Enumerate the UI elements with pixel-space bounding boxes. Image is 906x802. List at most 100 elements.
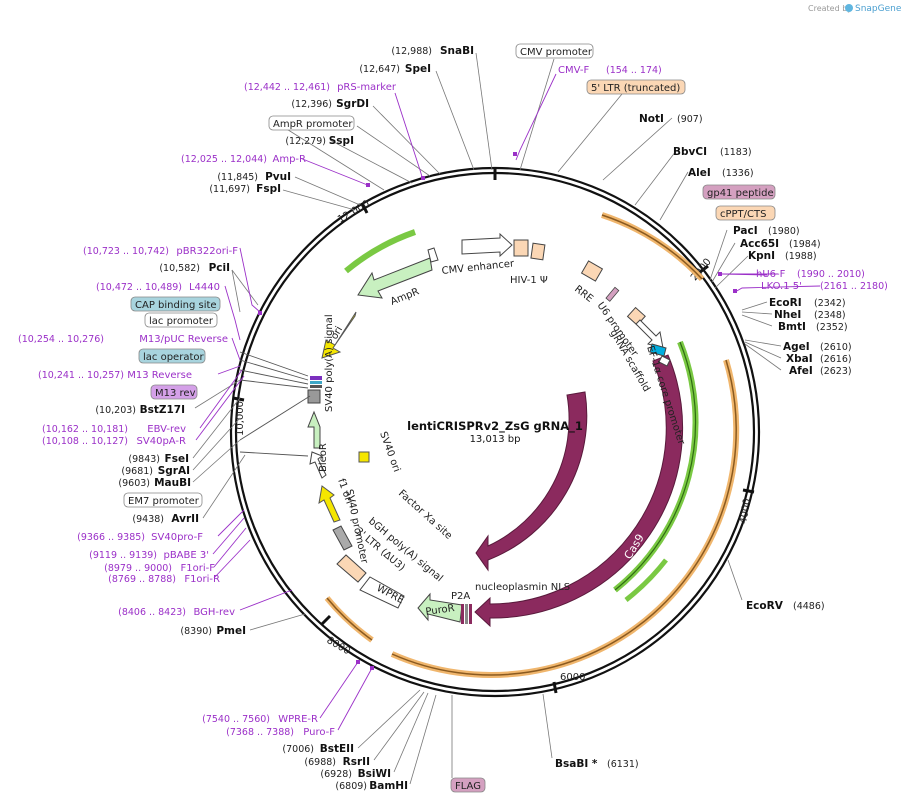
ltr-outer-arc-arrow [601, 214, 703, 280]
primer-sv40pro-f-pos: (9366 .. 9385) [77, 532, 145, 543]
site-pmei-name: PmeI [216, 625, 246, 637]
primer-lko-name: LKO.1 5' [761, 281, 802, 292]
primer-mark-hu6 [718, 272, 722, 276]
site-nhei-name: NheI [774, 309, 801, 321]
primer-l4440-name: L4440 [189, 282, 220, 293]
puror-label: PuroR [425, 603, 455, 618]
primer-wpre-r-pos: (7540 .. 7560) [202, 714, 270, 725]
site-paci-name: PacI [733, 225, 758, 237]
ltr-outer-arc [601, 212, 705, 282]
tick-label-10000: 10,000 [235, 401, 246, 436]
tick-2000 [699, 264, 709, 274]
site-snabi-pos: (12,988) [391, 46, 432, 57]
primer-mark-prs [421, 176, 425, 180]
primer-prs-marker-pos: (12,442 .. 12,461) [244, 82, 330, 93]
primer-bgh-rev-name: BGH-rev [193, 607, 235, 618]
primer-m13puc-pos: (10,254 .. 10,276) [18, 334, 104, 345]
u6-promoter-arrow [635, 319, 664, 349]
cppt-box [715, 205, 776, 221]
em7-label: EM7 promoter [128, 496, 200, 507]
primer-m13rev-name: M13 Reverse [127, 370, 192, 381]
puror-arrow [417, 592, 463, 623]
ltr-trunc-label: 5' LTR (truncated) [591, 83, 680, 94]
tick-8000 [320, 614, 332, 626]
site-noti-name: NotI [639, 113, 664, 125]
site-sgrai-pos: (9681) [121, 466, 153, 477]
site-fsei-name: FseI [165, 453, 189, 465]
wpre-outer-arc-line [326, 597, 373, 641]
brand-label: SnapGene [855, 4, 902, 14]
site-pvui-pos: (11,845) [217, 172, 258, 183]
primer-m13puc-name: M13/pUC Reverse [139, 334, 228, 345]
ltr-trunc-box [586, 79, 686, 95]
site-agei-pos: (2610) [820, 342, 852, 353]
gp41-block [605, 286, 620, 302]
primer-puro-f-name: Puro-F [303, 727, 335, 738]
p2a-label: P2A [451, 591, 470, 602]
lac-mark-3 [310, 385, 322, 388]
primer-lko-pos: (2161 .. 2180) [820, 281, 888, 292]
primer-f1ori-f-pos: (8979 .. 9000) [104, 563, 172, 574]
primer-amp-r-name: Amp-R [273, 154, 307, 165]
gp41-label: gp41 peptide [707, 188, 774, 199]
cas9-outer-arrow [474, 354, 684, 628]
tick-4000 [742, 488, 755, 494]
primer-prs-marker-name: pRS-marker [337, 82, 397, 93]
cas9-green-arc-small [624, 558, 668, 602]
primer-pbabe-name: pBABE 3' [163, 550, 209, 561]
cppt-label: cPPT/CTS [720, 209, 766, 220]
tick-label-4000: 4000 [738, 498, 753, 525]
site-xbai-pos: (2616) [820, 354, 852, 365]
ef1a-block [658, 355, 671, 367]
tick-label-6000: 6000 [560, 672, 585, 683]
hiv-psi-block [530, 242, 546, 261]
site-sgrdi-name: SgrDI [336, 98, 369, 110]
cas9-puro-outer-arc-line [391, 359, 737, 676]
site-ecorv-name: EcoRV [746, 600, 784, 612]
site-rsrii-pos: (6988) [304, 757, 336, 768]
lac-promoter-box [144, 312, 218, 328]
cas9-puro-outer-arc [390, 359, 740, 678]
primer-sv40pro-f-name: SV40pro-F [151, 532, 203, 543]
m13-rev-box [150, 384, 198, 400]
flag-label: FLAG [455, 781, 481, 792]
site-rsrii-name: RsrII [343, 756, 370, 768]
wpre-block [359, 576, 405, 609]
site-spei-name: SpeI [405, 63, 431, 75]
site-ecorv-pos: (4486) [793, 601, 825, 612]
primer-f1ori-f-name: F1ori-F [181, 563, 216, 574]
site-sspi-pos: (12,279) [285, 136, 326, 147]
cmv-enhancer-label: CMV enhancer [441, 258, 515, 277]
primer-amp-r-pos: (12,025 .. 12,044) [181, 154, 267, 165]
primer-pbr322ori-name: pBR322ori-F [176, 246, 238, 257]
site-fsei-pos: (9843) [128, 454, 160, 465]
ampr-promoter-box [268, 115, 355, 131]
lac-operator-box [138, 348, 206, 364]
site-pmei-pos: (8390) [180, 626, 212, 637]
bgh-block [332, 525, 353, 551]
p2a-bar [461, 604, 464, 624]
site-bsabi-pos: (6131) [607, 759, 639, 770]
f1ori-arrow [318, 485, 341, 523]
site-acc65i-name: Acc65I [740, 238, 779, 250]
cas9-inner-label: Cas9 [587, 491, 611, 521]
site-kpni-name: KpnI [748, 250, 775, 262]
site-bmti-pos: (2352) [816, 322, 848, 333]
primer-puro-f-pos: (7368 .. 7388) [226, 727, 294, 738]
site-pvui-name: PvuI [265, 171, 291, 183]
site-afei-name: AfeI [789, 365, 813, 377]
plasmid-size: 13,013 bp [470, 434, 521, 445]
primer-mark-pbr [258, 311, 262, 315]
ampr-green-arc [344, 229, 416, 274]
site-nhei-pos: (2348) [814, 310, 846, 321]
primer-mark-ampr [366, 183, 370, 187]
site-alei-pos: (1336) [722, 168, 754, 179]
lac-mark-1 [310, 376, 322, 380]
flag-box [450, 777, 486, 793]
primer-f1ori-r-name: F1ori-R [184, 574, 220, 585]
tick-10000 [232, 396, 245, 402]
site-ecori-pos: (2342) [814, 298, 846, 309]
primer-mark-lko [733, 289, 737, 293]
tick-12000 [360, 202, 369, 214]
site-xbai-name: XbaI [786, 353, 813, 365]
